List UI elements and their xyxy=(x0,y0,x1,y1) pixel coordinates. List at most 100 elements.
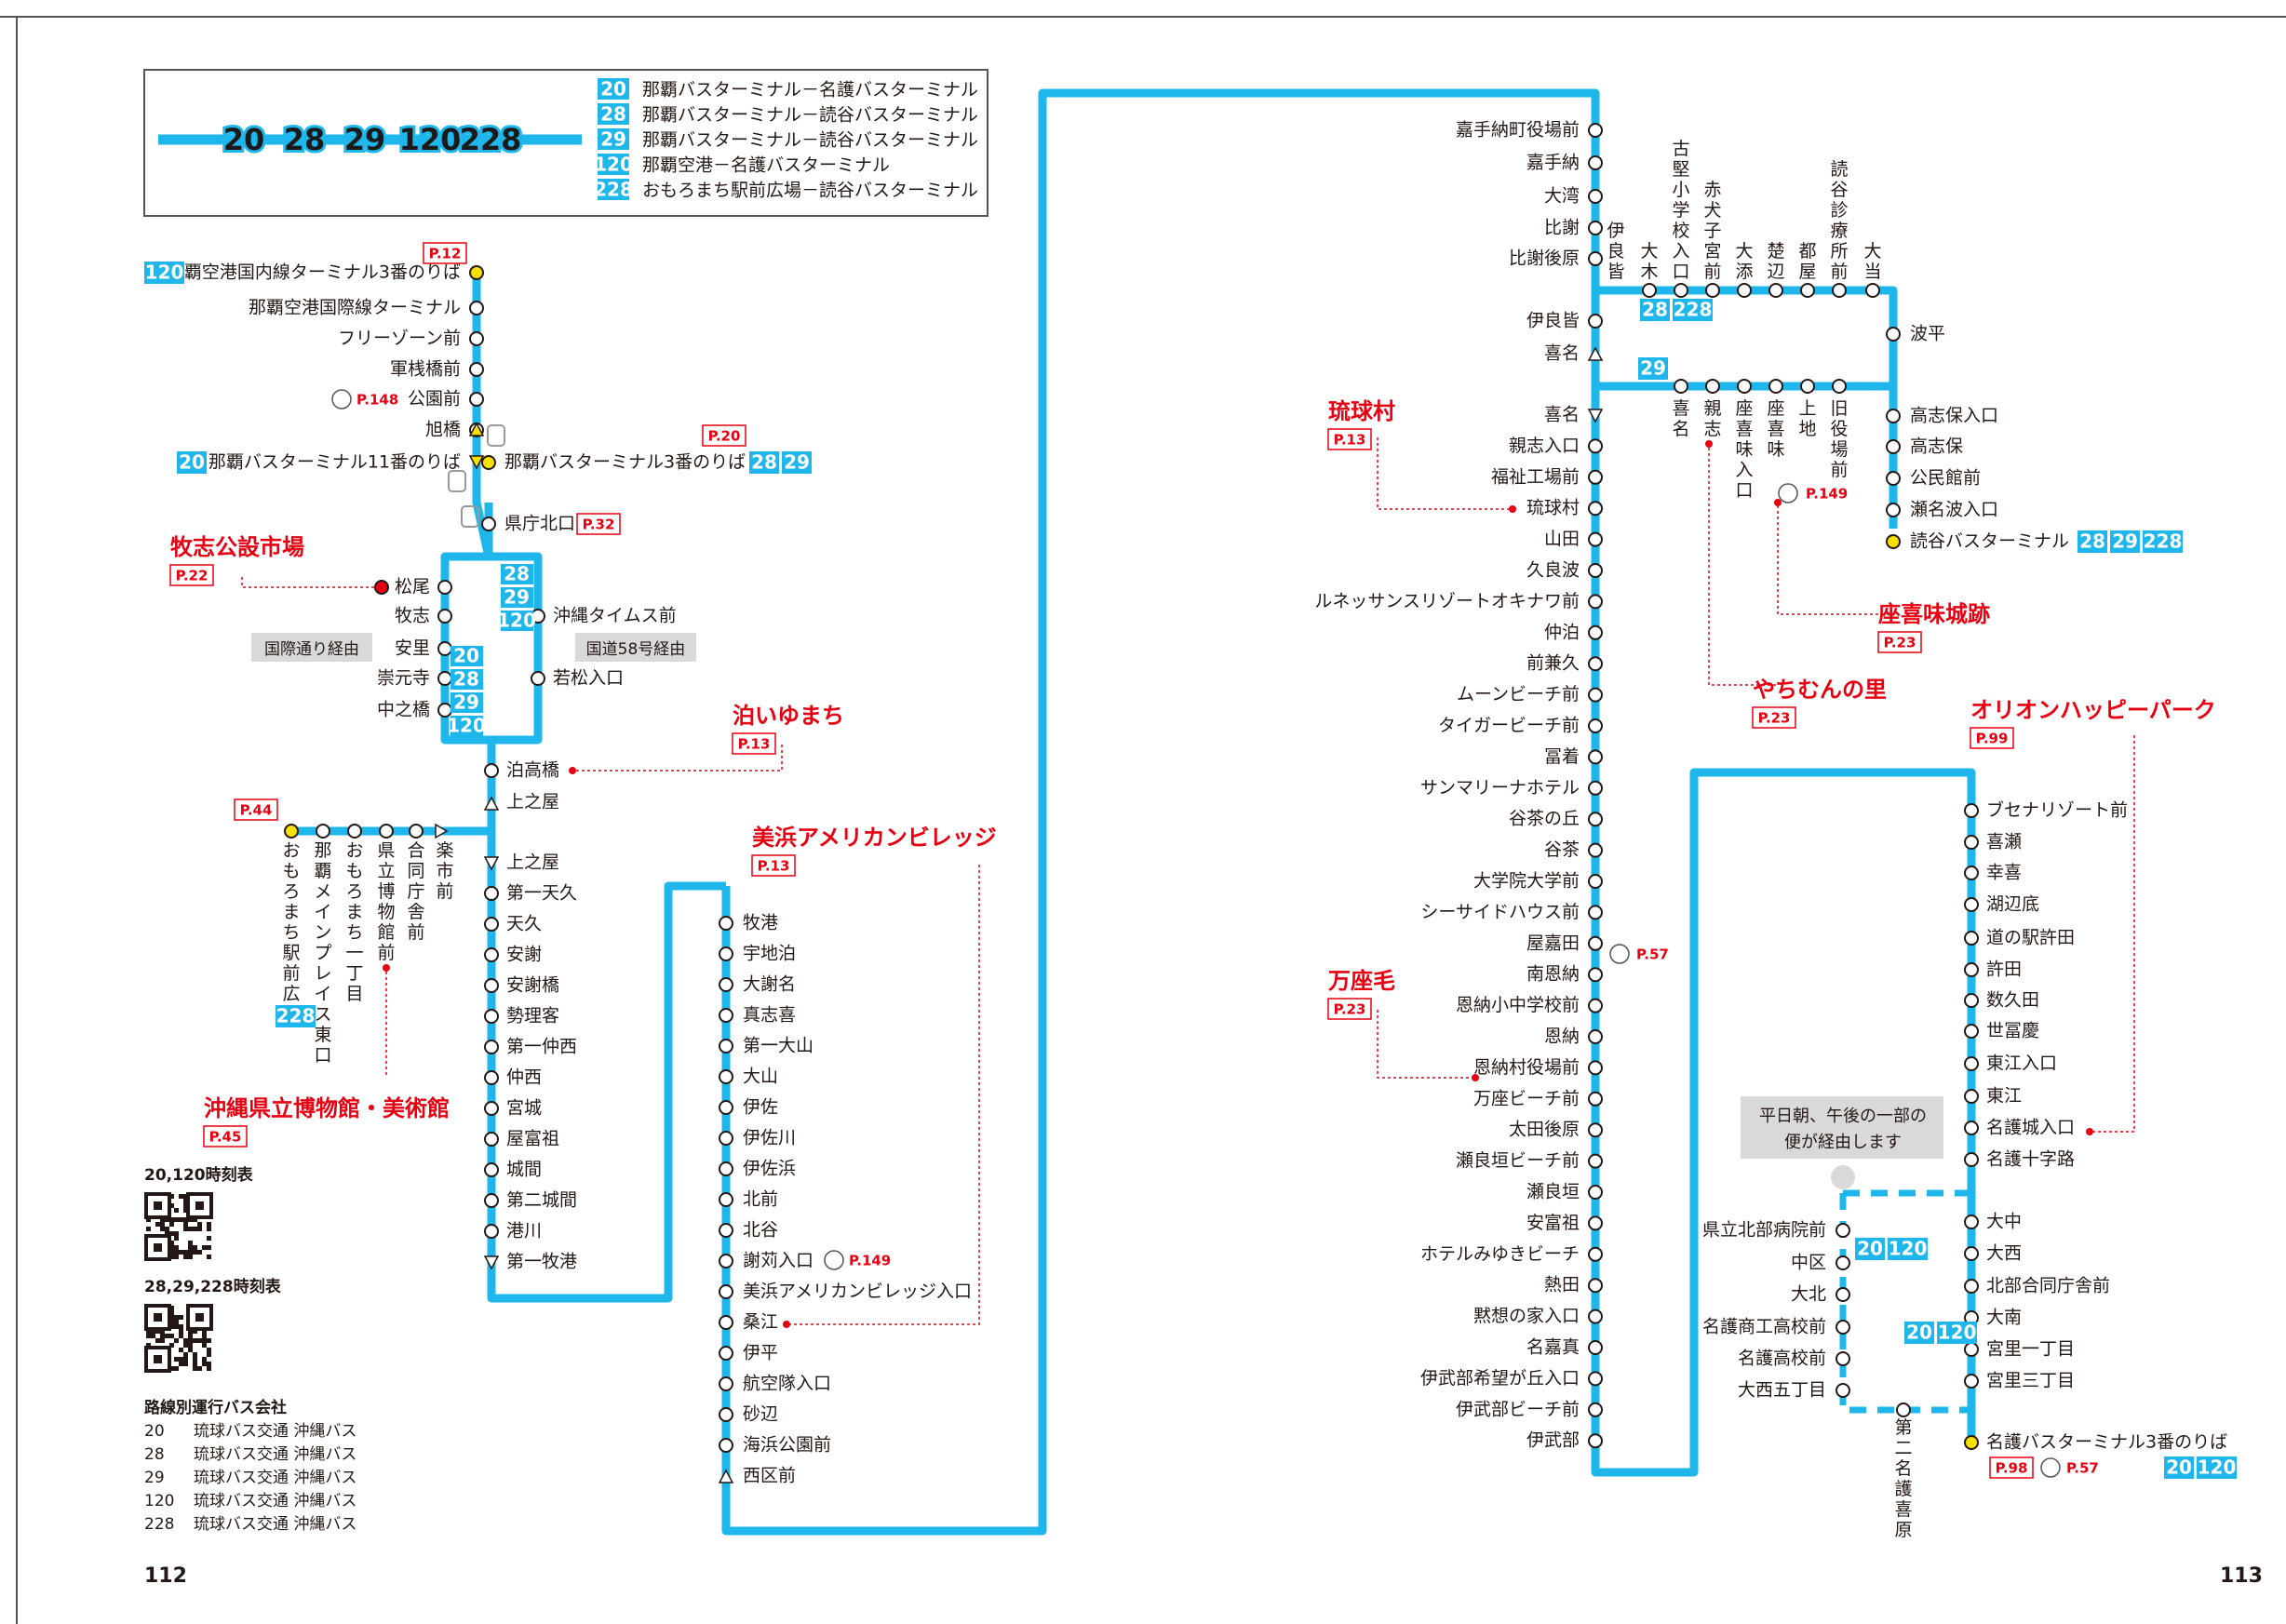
page-ref-box-airport xyxy=(423,242,467,264)
koen-page-ref[interactable]: P.148 xyxy=(356,392,398,409)
operator-route-29: 29 xyxy=(144,1469,165,1487)
qr-code-2[interactable] xyxy=(144,1304,213,1373)
stop-marker-ブセナリゾート前 xyxy=(1964,803,1979,818)
stop-label-col3b-17: 屋嘉田 xyxy=(1526,933,1580,953)
legend-frame xyxy=(143,69,988,217)
stop-label-okt: 沖縄タイムス前 xyxy=(553,606,677,626)
qr-cell xyxy=(174,1245,179,1250)
page-ref-orion[interactable]: P.99 xyxy=(1976,731,2009,747)
stop-label-b28-3: 赤犬子宮前 xyxy=(1703,180,1721,282)
stop-label-col1-12: 港川 xyxy=(506,1221,542,1241)
route-badge-label-yt-0: 28 xyxy=(2079,530,2105,553)
qr-cell xyxy=(202,1343,207,1348)
stop-marker-大中 xyxy=(1964,1215,1979,1229)
stop-label-west-1: 合同庁舎前 xyxy=(407,840,424,943)
yakada-page-ref[interactable]: P.57 xyxy=(1636,946,1669,963)
qr-cell xyxy=(197,1227,202,1231)
qr-cell xyxy=(174,1250,179,1255)
page-ref-makishi-market[interactable]: P.22 xyxy=(176,568,208,584)
operator-companies-29: 琉球バス交通 沖縄バス xyxy=(194,1469,356,1487)
stop-label-west-2: 県立博物館前 xyxy=(377,840,395,963)
route-line-airport xyxy=(472,273,493,557)
qr-cell xyxy=(183,1343,188,1348)
operator-companies-20: 琉球バス交通 沖縄バス xyxy=(194,1422,356,1441)
page-ref-box-museum xyxy=(203,1125,248,1148)
stop-marker-砂辺 xyxy=(719,1407,733,1422)
qr-cell xyxy=(207,1222,211,1227)
leader-manzamo xyxy=(1377,1010,1475,1079)
page-ref-manzamo[interactable]: P.23 xyxy=(1334,1001,1366,1018)
qr-cell xyxy=(174,1315,179,1320)
stop-label-col4-2: 幸喜 xyxy=(1986,863,2022,883)
legend-badge-20 xyxy=(598,78,629,100)
legend-bar-outline-20: 20 xyxy=(223,122,265,157)
stop-label-air-1: 那覇空港国際線ターミナル xyxy=(249,298,461,318)
legend-badge-28 xyxy=(598,103,629,125)
stop-marker-都屋 xyxy=(1800,283,1815,298)
stop-marker-熱田 xyxy=(1588,1278,1603,1294)
qr-cell xyxy=(179,1324,183,1329)
stop-marker-那覇メインプレイス東口 xyxy=(316,824,330,839)
page-ref-bt3[interactable]: P.20 xyxy=(708,428,741,445)
page-ref-ryukyumura[interactable]: P.13 xyxy=(1334,432,1366,449)
page-ref-omoro[interactable]: P.44 xyxy=(240,802,273,819)
page-ref-museum[interactable]: P.45 xyxy=(209,1129,242,1146)
stop-marker-嘉手納町役場前 xyxy=(1588,123,1603,138)
stop-label-air-5: 旭橋 xyxy=(425,420,461,440)
leader-zakimi xyxy=(1777,503,1889,615)
page-ref-box-yachimun xyxy=(1752,706,1796,729)
stop-label-col2-18: 西区前 xyxy=(743,1466,796,1486)
page-ref-zakimi-castle[interactable]: P.23 xyxy=(1884,635,1916,651)
stop-label-col4-16: 宮里一丁目 xyxy=(1986,1339,2075,1360)
leader-orion xyxy=(2090,735,2135,1133)
stop-label-col3b-28: 熱田 xyxy=(1544,1275,1580,1295)
qr-finder-dot xyxy=(154,1201,162,1210)
kina2-marker xyxy=(1587,409,1604,423)
stop-label-yt-5: 読谷バスターミナル xyxy=(1910,531,2069,552)
stop-label-yt-4: 瀬名波入口 xyxy=(1910,500,1998,520)
stop-label-col2-13: 桑江 xyxy=(743,1312,778,1333)
stop-label-col3b-29: 黙想の家入口 xyxy=(1473,1306,1580,1326)
page-ref-american-village[interactable]: P.13 xyxy=(758,858,790,875)
qr-finder-dot xyxy=(154,1355,162,1363)
legend-name-28: 那覇バスターミナル－読谷バスターミナル xyxy=(642,105,978,126)
zakimi-page-ref[interactable]: P.149 xyxy=(1806,486,1848,503)
qr-cell xyxy=(197,1366,202,1371)
nago-page-ref-2[interactable]: P.57 xyxy=(2066,1460,2099,1477)
stop-label-col3b-12: サンマリーナホテル xyxy=(1420,777,1580,798)
qr-cell xyxy=(160,1338,165,1343)
baseball-icon xyxy=(2040,1457,2061,1478)
route-badge-label-airport: 120 xyxy=(145,262,184,284)
jagaru-page-ref[interactable]: P.149 xyxy=(849,1253,891,1269)
poi-dot xyxy=(1509,505,1516,513)
qr-cell xyxy=(174,1208,179,1213)
stop-label-col3-2: 大湾 xyxy=(1544,186,1580,207)
operator-companies-120: 琉球バス交通 沖縄バス xyxy=(194,1492,356,1510)
stops-layer: 那覇空港国内線ターミナル3番のりば那覇空港国際線ターミナルフリーゾーン前軍桟橋前… xyxy=(144,120,2237,1540)
qr-cell xyxy=(188,1241,193,1245)
operator-companies-228: 琉球バス交通 沖縄バス xyxy=(194,1515,356,1534)
stop-marker-道の駅許田 xyxy=(1964,931,1979,946)
page-ref-airport[interactable]: P.12 xyxy=(429,246,462,262)
stop-label-col3b-6: ルネッサンスリゾートオキナワ前 xyxy=(1314,591,1580,611)
stop-marker-県立博物館前 xyxy=(379,824,394,839)
page-ref-tomari[interactable]: P.13 xyxy=(738,736,771,753)
qr-cell xyxy=(207,1227,211,1231)
stop-label-col3b-5: 久良波 xyxy=(1526,560,1580,581)
page-ref-kenchou[interactable]: P.32 xyxy=(583,517,615,533)
qr-code-1[interactable] xyxy=(144,1192,213,1261)
stop-marker-港川 xyxy=(484,1224,499,1239)
qr-cell xyxy=(179,1194,183,1199)
qr-cell xyxy=(207,1338,211,1343)
page-ref-yachimun[interactable]: P.23 xyxy=(1758,710,1791,727)
kok-badge-top xyxy=(501,587,533,608)
operator-route-228: 228 xyxy=(144,1515,174,1534)
page-ref-nago-1[interactable]: P.98 xyxy=(1996,1460,2028,1477)
qr-cell xyxy=(174,1255,179,1259)
stop-marker-安里 xyxy=(437,641,452,656)
stop-label-col3b-31: 伊武部希望が丘入口 xyxy=(1420,1368,1580,1389)
stop-marker-瀬名波入口 xyxy=(1886,503,1901,517)
stop-marker-牧志 xyxy=(437,609,452,624)
stop-label-b28-6: 都屋 xyxy=(1798,241,1816,282)
